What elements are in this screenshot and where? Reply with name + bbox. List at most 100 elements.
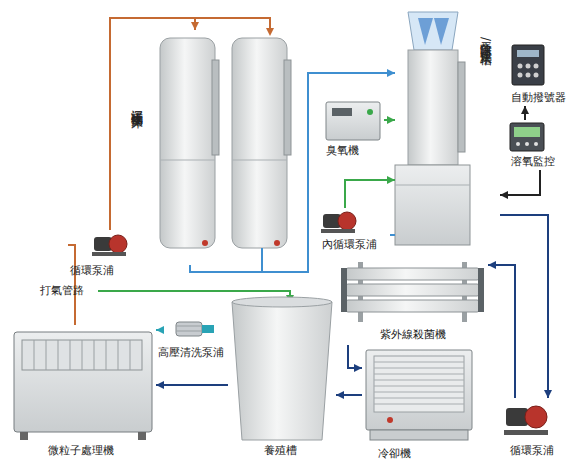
equipment-label: 內循環泵浦 [322,238,390,251]
flow-line [190,73,395,272]
flow-connector [521,106,529,120]
arrow-head [387,69,395,77]
equipment-label: 自動撥號器 [511,91,575,104]
protein-skimmer [395,12,470,245]
protein-skimmer [395,165,470,245]
flow-line [336,394,362,396]
arrow-head [521,106,529,114]
flow-branch [195,18,274,272]
arrow-head [191,22,199,30]
washing-pump [176,322,214,336]
equipment-label: 養殖槽 [264,444,334,457]
protein-skimmer [418,18,433,45]
washing-pump [176,326,202,327]
wash-pump-unit: 高壓清洗泵浦 [158,318,224,362]
oxygen-monitor [525,142,529,146]
ozone-generator [332,108,352,116]
particle-filter [14,332,152,440]
equipment-label: 循環泵浦 [510,444,572,457]
flow-connector [110,18,199,230]
uv-unit: 紫外線殺菌機 [338,255,488,345]
filter-column [232,38,287,248]
protein-skimmer [395,185,470,186]
uv-sterilizer [341,262,484,322]
particle-filter [70,340,71,370]
filter-column [160,38,219,248]
arrow-head [544,390,552,398]
aeration-line [98,291,290,296]
protein-skimmer [408,12,458,50]
arrow-head [500,191,508,199]
chiller [370,430,468,440]
flow-line [500,215,548,398]
flow-line [524,106,526,120]
equipment-label: 冷卻機 [378,447,468,460]
particle-filter [94,340,95,370]
equipment-label: 紫外線殺菌機 [380,328,480,341]
oxygen-monitor [510,123,544,151]
chiller [374,374,464,375]
equipment-label: 循環泵浦 [70,264,126,277]
particle-filter [46,340,47,370]
flow-connector [345,176,395,208]
auto-dialer [518,64,523,69]
oxygen-monitor [534,142,538,146]
culture-tank [232,297,332,440]
flow-line [384,119,395,121]
flow-connector [336,391,362,399]
chiller [374,356,464,412]
flow-connector [488,261,515,398]
auto-dialer [534,64,539,69]
washing-pump [202,325,214,333]
equipment-label: 高壓清洗泵浦 [158,346,224,359]
ozone-unit: 臭氧機 [322,98,384,160]
particle-filter [34,340,35,370]
pump-unit: 循環泵浦 [498,398,573,460]
filter-column [284,60,291,155]
particle-filter [58,340,59,370]
washing-pump [176,331,202,332]
monitor-unit: 溶氧監控 [503,120,575,170]
chiller [374,392,464,393]
particle-filter [138,432,146,440]
chiller [374,362,464,363]
equipment-label: 溶氧監控 [511,155,575,168]
particle-filter [20,432,28,440]
culture-tank [232,297,332,307]
equipment-label: 微粒子處理機 [48,444,148,457]
ozone-generator [326,102,380,140]
uv-sterilizer [478,268,484,312]
uv-sterilizer [345,268,480,280]
arrow-head [387,116,395,124]
auto-dialer [534,73,539,78]
circulation-pump [525,406,547,428]
filter-column [232,38,291,248]
filter-column [160,160,215,161]
flow-line [500,170,540,195]
auto-dialer [512,45,544,85]
filter-column [212,60,219,155]
particle-unit: 微粒子處理機 [8,325,156,460]
flow-branch [262,248,270,272]
chiller [387,417,393,423]
chiller [374,404,464,405]
flow-connector [500,170,540,199]
culture-tank [232,302,332,440]
uv-sterilizer [345,284,480,296]
flow-branch [266,28,274,36]
flow-connector [190,69,395,272]
dialer-unit: 自動撥號器 [503,40,575,106]
circulation-pump [92,235,127,256]
flow-connector [348,345,362,372]
filter-column [232,160,287,161]
tank-unit: 養殖槽 [228,298,336,460]
flow-connector [390,235,395,236]
particle-filter [22,340,142,370]
filter-column [160,38,215,248]
washing-pump [176,322,202,336]
auto-dialer [526,64,531,69]
flow-branch [195,18,270,30]
protein-skimmer [434,18,449,45]
chiller [374,380,464,381]
